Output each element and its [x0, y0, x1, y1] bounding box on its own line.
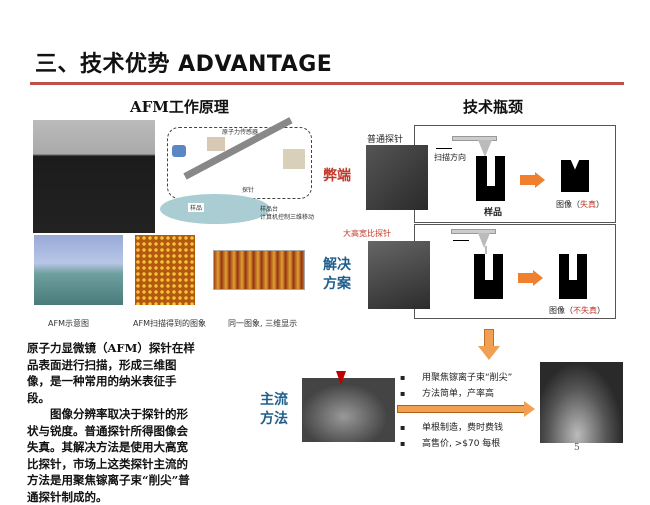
sensor-label: 原子力传感器	[222, 129, 259, 136]
long-arrow-head	[524, 401, 535, 417]
description-paragraph: 原子力显微镜（AFM）探针在样品表面进行扫描，形成三维图像，是一种常用的纳米表征…	[27, 340, 199, 505]
detector	[207, 137, 225, 151]
sample-label-right: 样品	[484, 208, 503, 218]
laser	[172, 145, 186, 157]
red-marker-icon	[336, 371, 346, 385]
slide-title: 三、技术优势 ADVANTAGE	[35, 52, 333, 77]
undistorted-image-shape	[559, 254, 587, 299]
normal-probe-photo	[366, 145, 428, 210]
arrow-head-2	[533, 270, 543, 286]
undistorted-image-caption: 图像（不失真）	[549, 306, 605, 315]
probe-label: 探针	[242, 187, 255, 194]
solution-label: 解决方案	[323, 257, 351, 292]
afm-scan-image	[135, 235, 195, 305]
paragraph-resolution: 图像分辨率取决于探针的形状与锐度。普通探针所得图像会失真。其解决方法是使用大高宽…	[27, 407, 190, 504]
sample-label: 样品	[188, 203, 205, 212]
afm-schematic-image	[34, 235, 123, 305]
stage-label: 样品台	[260, 206, 279, 213]
bullet-item: 方法简单，产率高	[400, 386, 512, 402]
probe-tip-2	[478, 233, 490, 248]
high-aspect-probe-label: 大高宽比探针	[343, 229, 391, 238]
arrow-right-2	[518, 273, 534, 283]
afm-heading: AFM工作原理	[130, 98, 229, 116]
stage-note: 计算机控制三维移动	[260, 214, 315, 221]
down-arrow-head	[478, 346, 500, 360]
advantages-list: 用聚焦镓离子束“削尖” 方法简单，产率高	[400, 370, 512, 402]
arrow-head-1	[535, 172, 545, 188]
arrow-right-1	[520, 175, 536, 185]
down-arrow-shaft	[484, 329, 494, 347]
sharpened-probe-sem-photo	[540, 362, 623, 443]
title-divider	[30, 82, 624, 85]
high-aspect-probe-photo	[368, 241, 430, 309]
bottleneck-heading: 技术瓶颈	[463, 98, 524, 116]
fib-probe-photo	[302, 378, 395, 442]
probe-bar-2	[451, 229, 496, 234]
disadvantages-list: 单根制造，费时费钱 高售价, >$70 每根	[400, 420, 503, 452]
bullet-item: 高售价, >$70 每根	[400, 436, 503, 452]
caption-schematic: AFM示意图	[48, 319, 89, 328]
sample-stage	[160, 194, 270, 224]
probe-tip-1	[478, 140, 492, 157]
sample-shape-2	[474, 254, 503, 299]
sample-shape-1	[476, 156, 505, 201]
bullet-item: 用聚焦镓离子束“削尖”	[400, 370, 512, 386]
bullet-item: 单根制造，费时费钱	[400, 420, 503, 436]
page-number: 5	[574, 443, 580, 453]
distorted-image-caption: 图像（失真）	[556, 200, 604, 209]
mainstream-label: 主流方法	[260, 392, 288, 427]
long-arrow-shaft	[397, 405, 525, 413]
drawback-label: 弊端	[323, 168, 351, 184]
scan-arrow-2	[453, 240, 469, 241]
probe-bar-1	[452, 136, 497, 141]
caption-scan: AFM扫描得到的图象	[133, 319, 206, 328]
paragraph-afm: 原子力显微镜（AFM）探针在样品表面进行扫描，形成三维图像，是一种常用的纳米表征…	[27, 341, 195, 405]
scan-direction-label: 扫描方向	[434, 153, 466, 162]
afm-3d-image	[213, 250, 305, 290]
afm-instrument-photo	[33, 120, 155, 233]
scan-arrow	[436, 148, 452, 149]
caption-3d: 同一图象, 三维显示	[228, 319, 298, 328]
normal-probe-label: 普通探针	[367, 135, 404, 145]
cantilever-base	[283, 149, 305, 169]
